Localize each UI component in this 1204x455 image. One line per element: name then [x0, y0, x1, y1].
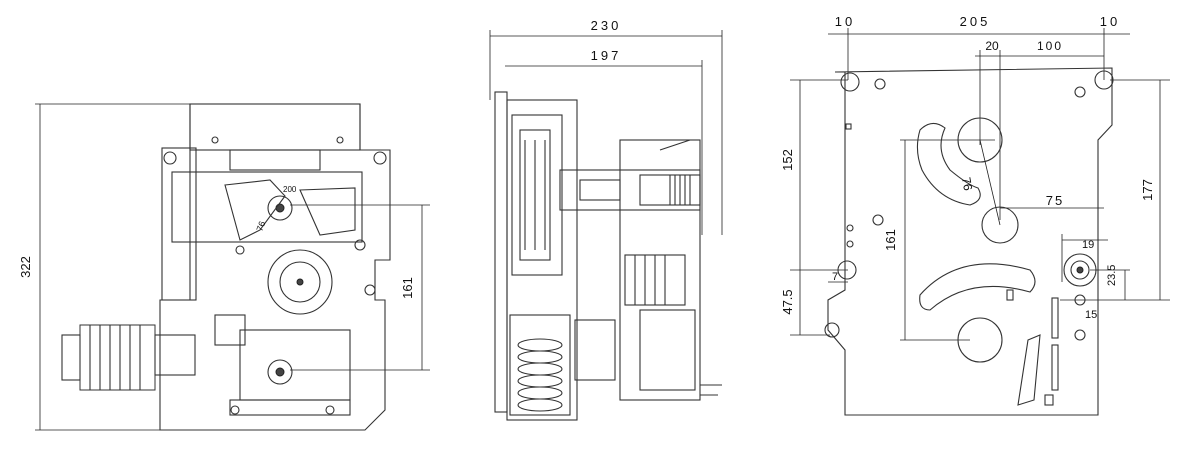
- back-view: 10 205 10 20 100 152 47.5 7 177 161: [780, 14, 1170, 416]
- back-offset-100: 100: [1037, 39, 1063, 53]
- back-height-47-5: 47.5: [780, 289, 795, 314]
- front-height-322: 322: [18, 256, 33, 278]
- side-width-197: 197: [591, 48, 622, 63]
- back-dim-19: 19: [1082, 239, 1094, 251]
- back-width-205: 205: [960, 14, 991, 29]
- side-view: 230 197: [489, 18, 723, 421]
- back-offset-20: 20: [985, 39, 999, 53]
- side-width-230: 230: [591, 18, 622, 33]
- back-dim-7: 7: [832, 271, 838, 283]
- back-angle-76: 76: [959, 176, 975, 192]
- front-view: 322 161: [18, 103, 430, 431]
- back-dim-23-5: 23.5: [1106, 265, 1118, 286]
- motor-fins: [89, 325, 141, 390]
- front-angle-76: 76: [254, 220, 267, 233]
- back-dim-15: 15: [1085, 309, 1097, 321]
- back-height-152: 152: [780, 149, 795, 171]
- front-label-200: 200: [283, 185, 297, 194]
- side-spring: [669, 175, 691, 205]
- back-dim-75: 75: [1046, 193, 1064, 208]
- back-height-161: 161: [883, 229, 898, 251]
- back-margin-right-10: 10: [1100, 14, 1120, 29]
- side-coil: [517, 338, 563, 412]
- back-margin-left-10: 10: [835, 14, 855, 29]
- back-height-177: 177: [1140, 179, 1155, 201]
- front-height-161: 161: [400, 277, 415, 299]
